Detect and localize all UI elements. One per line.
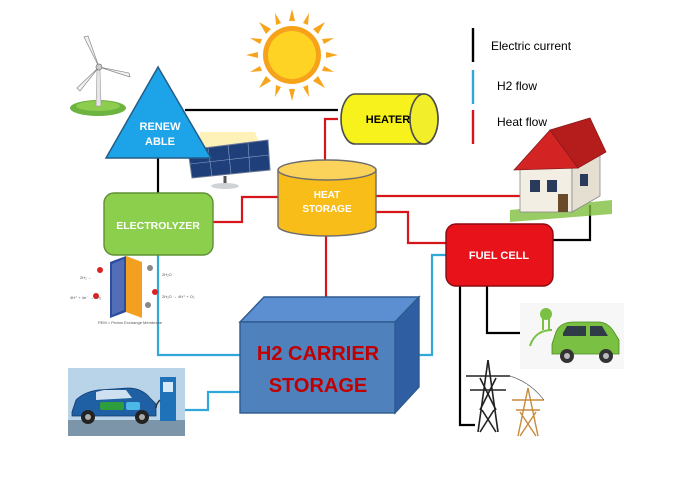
legend: Electric current H2 flow Heat flow <box>471 28 572 144</box>
heat-line-storage-electrolyzer <box>213 195 280 224</box>
renewable-triangle <box>104 65 213 159</box>
renewable-node: RENEW ABLE <box>104 65 213 159</box>
heat-line-heater-storage <box>323 117 338 164</box>
electrolyzer-label: ELECTROLYZER <box>116 220 200 232</box>
sun-icon <box>246 9 338 101</box>
power-pylon-icon <box>466 359 545 437</box>
renewable-label-line1: RENEW <box>140 121 182 133</box>
electrolyzer-node: ELECTROLYZER <box>103 192 214 256</box>
renewable-label-line2: ABLE <box>145 136 175 148</box>
legend-electric-label: Electric current <box>491 39 572 53</box>
h2-storage-label-line1: H2 CARRIER <box>257 343 380 365</box>
heat-storage-node: HEAT STORAGE <box>277 159 377 237</box>
heat-storage-label-line1: HEAT <box>314 190 340 201</box>
fuel-cell-node: FUEL CELL <box>445 223 554 287</box>
svg-text:PEM = Proton Exchange Membrane: PEM = Proton Exchange Membrane <box>98 320 163 325</box>
electric-line-fuelcell-house <box>553 205 592 242</box>
heat-storage-label-line2: STORAGE <box>302 204 352 215</box>
heat-line-storage-fuelcell <box>376 210 446 245</box>
h2-line-storage-station <box>185 390 240 412</box>
hydrogen-car-refueling-icon <box>68 368 185 436</box>
connections <box>156 108 592 427</box>
legend-h2-label: H2 flow <box>497 79 537 93</box>
pem-electrolysis-cell-icon: 2H₂ ← 4H⁺ + 4e⁻ → 2H₂ 2H₂O 2H₂O → 4H⁺ + … <box>70 256 195 325</box>
electric-line-fuelcell-car <box>485 286 520 335</box>
heater-node: HEATER <box>340 93 439 145</box>
h2-line-storage-fuelcell <box>419 253 446 357</box>
electric-car-icon <box>520 303 624 369</box>
h2-line-electrolyzer-storage <box>156 255 240 357</box>
h2-storage-label-line2: STORAGE <box>269 375 368 397</box>
svg-text:4H⁺ + 4e⁻ → 2H₂: 4H⁺ + 4e⁻ → 2H₂ <box>70 295 102 300</box>
svg-text:2H₂ ←: 2H₂ ← <box>80 275 92 280</box>
svg-text:2H₂O → 4H⁺ + O₂: 2H₂O → 4H⁺ + O₂ <box>162 294 195 299</box>
solar-panel-icon <box>187 132 271 189</box>
legend-heat-label: Heat flow <box>497 115 547 129</box>
wind-turbine-icon <box>70 35 131 116</box>
h2-storage-node: H2 CARRIER STORAGE <box>238 295 421 415</box>
heater-label: HEATER <box>366 114 410 126</box>
fuel-cell-label: FUEL CELL <box>469 250 530 262</box>
electric-line-fuelcell-grid <box>458 286 475 427</box>
svg-text:2H₂O: 2H₂O <box>162 272 172 277</box>
house-icon <box>510 117 612 222</box>
